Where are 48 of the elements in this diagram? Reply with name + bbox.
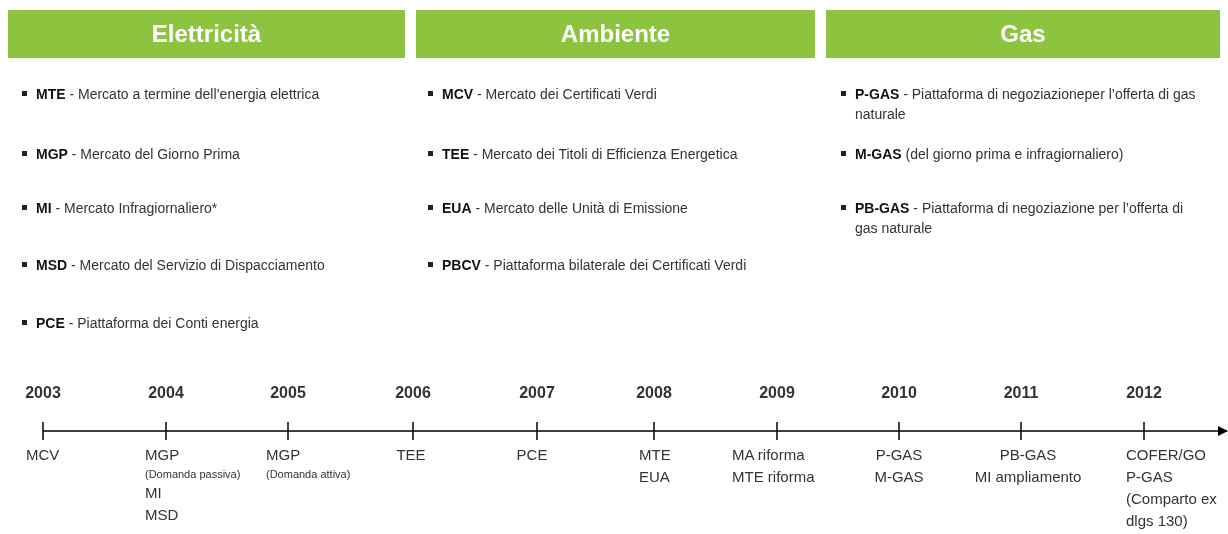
list-item: TEE - Mercato dei Titoli di Efficienza Energetica <box>428 144 832 164</box>
timeline-entry: MCV <box>26 445 60 465</box>
list-item: M-GAS (del giorno prima e infragiornaliero) <box>841 144 1205 164</box>
timeline-entry: PCE <box>516 445 548 465</box>
timeline-entry: MI ampliamento <box>974 467 1082 487</box>
list-item: PCE - Piattaforma dei Conti energia <box>22 313 426 333</box>
year-label: 2012 <box>1125 384 1163 402</box>
timeline-entry: MTE riforma <box>732 467 815 487</box>
timeline-entry: MSD <box>145 505 179 525</box>
year-label: 2003 <box>24 384 62 402</box>
timeline-entry: (Domanda passiva) <box>145 467 241 482</box>
list-item: P-GAS - Piattaforma di negoziazioneper l’offerta di gas naturale <box>841 84 1205 124</box>
header-title: Elettricità <box>151 20 262 48</box>
list-item: MGP - Mercato del Giorno Prima <box>22 144 426 164</box>
year-label: 2005 <box>269 384 307 402</box>
list-item: MI - Mercato Infragiornaliero* <box>22 198 426 218</box>
timeline-entry: M-GAS <box>874 467 924 487</box>
year-label: 2011 <box>1002 384 1040 402</box>
category-header <box>8 10 405 58</box>
year-label: 2007 <box>518 384 556 402</box>
timeline-entry: P-GAS <box>1126 467 1173 487</box>
timeline-entry: EUA <box>639 467 670 487</box>
timeline-entry: PB-GAS <box>999 445 1057 465</box>
timeline-entry: MGP <box>266 445 301 465</box>
year-label: 2006 <box>394 384 432 402</box>
list-item: EUA - Mercato delle Unità di Emissione <box>428 198 832 218</box>
timeline-entry: (Domanda attiva) <box>266 467 351 482</box>
timeline-entry: COFER/GO <box>1126 445 1206 465</box>
timeline-entry: MA riforma <box>732 445 805 465</box>
category-header <box>416 10 815 58</box>
list-item: PB-GAS - Piattaforma di negoziazione per l’offerta di gas naturale <box>841 198 1205 238</box>
year-label: 2009 <box>758 384 796 402</box>
year-label: 2004 <box>147 384 185 402</box>
list-item: MTE - Mercato a termine dell’energia elettrica <box>22 84 426 104</box>
timeline-entry: TEE <box>396 445 426 465</box>
year-label: 2008 <box>635 384 673 402</box>
header-title: Ambiente <box>560 20 671 48</box>
category-header <box>826 10 1220 58</box>
header-title: Gas <box>1000 20 1046 48</box>
list-item: MSD - Mercato del Servizio di Dispacciamento <box>22 255 426 275</box>
year-label: 2010 <box>880 384 918 402</box>
timeline-entry: MI <box>145 483 162 503</box>
timeline-entry: (Comparto ex dlgs 130) <box>1126 489 1218 531</box>
timeline-entry: P-GAS <box>875 445 923 465</box>
timeline-entry: MGP <box>145 445 180 465</box>
timeline-entry: MTE <box>639 445 671 465</box>
list-item: MCV - Mercato dei Certificati Verdi <box>428 84 832 104</box>
list-item: PBCV - Piattaforma bilaterale dei Certificati Verdi <box>428 255 832 275</box>
